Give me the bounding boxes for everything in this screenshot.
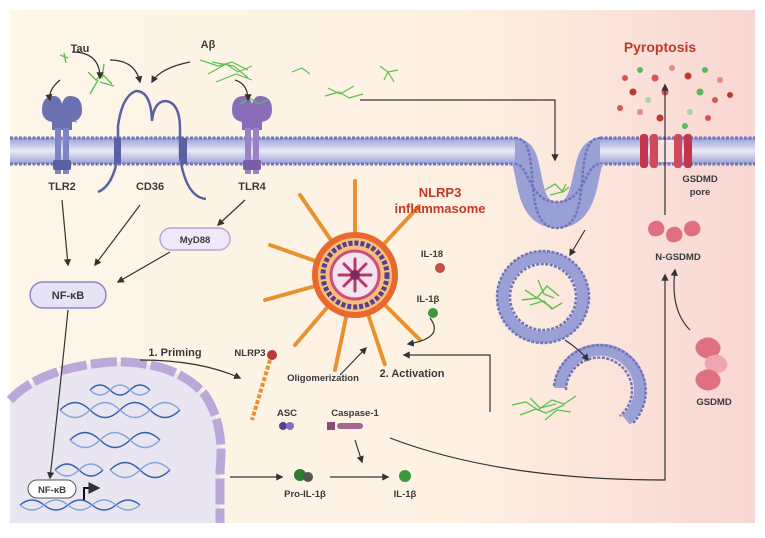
cd36-label: CD36: [136, 181, 164, 193]
abeta-fibrils: [199, 59, 399, 99]
pro-il1b-label: Pro-IL-1β: [284, 489, 326, 500]
il1b-label: IL-1β: [394, 489, 417, 500]
priming-label: 1. Priming: [148, 347, 201, 359]
nlrp3-monomer: [250, 350, 277, 421]
myd88-label: MyD88: [180, 235, 211, 246]
il1b-protein: [399, 470, 411, 482]
tlr4-receptor: [232, 96, 272, 174]
ruptured-lysosome: [511, 343, 647, 425]
pyroptosis-release-particles: [617, 65, 733, 129]
pyroptosis-label: Pyroptosis: [624, 39, 697, 55]
asc-protein: [279, 422, 294, 430]
abeta-label: Aβ: [201, 39, 216, 51]
nlrp3-title-line2: inflammasome: [394, 201, 485, 216]
caspase1-label: Caspase-1: [331, 408, 379, 419]
nfkb-label: NF-κB: [52, 290, 84, 302]
il18-dot: [435, 263, 445, 273]
gsdmd-pore: [640, 134, 692, 168]
activation-label: 2. Activation: [380, 368, 445, 380]
gsdmd-label: GSDMD: [696, 397, 732, 408]
dna-strands: [19, 384, 181, 511]
nlrp3-title-line1: NLRP3: [419, 185, 462, 200]
myd88-box: [159, 227, 231, 251]
pathway-arrows: [45, 51, 691, 481]
oligomerization-label: Oligomerization: [287, 373, 359, 384]
pro-il1b-protein: [294, 469, 313, 482]
n-gsdmd-label: N-GSDMD: [655, 252, 701, 263]
caspase1-protein: [327, 422, 363, 430]
gsdmd-protein: [695, 337, 728, 391]
nfkb-gene-label: NF-κB: [38, 485, 66, 496]
plasma-membrane: [10, 136, 755, 166]
nfkb-box: [29, 281, 107, 309]
nlrp3-label: NLRP3: [234, 348, 265, 359]
tlr4-label: TLR4: [238, 181, 266, 193]
nlrp3-inflammasome: [263, 178, 422, 372]
cd36-receptor: [97, 89, 207, 201]
gsdmd-pore-label-line1: GSDMD: [682, 174, 718, 185]
nfkb-gene-box: [27, 479, 77, 499]
il1b-top-dot: [428, 308, 438, 318]
endosome-vesicle: [495, 249, 591, 345]
endocytic-pit: [509, 136, 606, 230]
tlr2-label: TLR2: [48, 181, 76, 193]
asc-label: ASC: [277, 408, 297, 419]
il18-label: IL-18: [421, 249, 443, 260]
il1b-top-label: IL-1β: [417, 294, 440, 305]
transcription-start-arrow: [83, 482, 101, 500]
gsdmd-pore-label-line2: pore: [690, 187, 711, 198]
tlr2-receptor: [42, 96, 82, 174]
n-gsdmd-protein: [648, 220, 701, 243]
